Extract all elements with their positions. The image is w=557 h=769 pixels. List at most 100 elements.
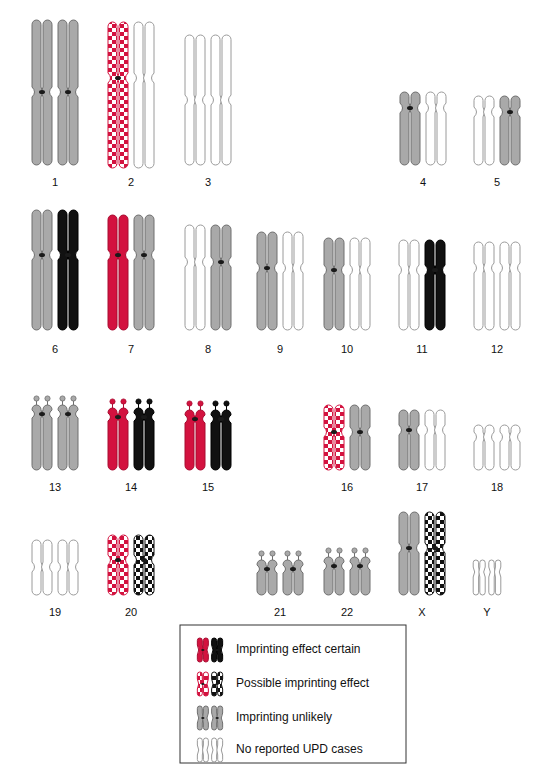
centromere [216,649,219,651]
centromere [290,567,296,571]
legend-sample [197,638,222,662]
chromatid [144,215,155,330]
satellite [60,396,65,401]
chromatid [217,738,223,762]
chromatid [144,535,155,595]
centromere [407,106,413,110]
chromatid [108,22,119,168]
satellite [121,399,126,404]
satellite [363,548,368,553]
centromere [115,76,121,80]
centromere [201,649,204,651]
satellite-stalk [62,401,63,405]
homologue [32,210,52,330]
chromosome-pair [32,20,78,165]
chromosome-number: 22 [327,606,367,619]
satellite [224,401,229,406]
chromatid [211,35,222,165]
chromatid [409,240,420,330]
centromere [264,567,270,571]
satellite [110,399,115,404]
homologue [134,215,154,330]
chromatid [435,240,446,330]
chromatid [195,35,206,165]
homologue [108,399,128,470]
centromere [65,253,71,257]
chromatid [425,512,436,595]
chromosome-number: 14 [111,481,151,494]
homologue [185,35,205,165]
chromosome-pair [108,535,154,595]
centromere [192,417,198,421]
homologue [474,96,494,165]
chromosome-number: 4 [403,176,443,189]
homologue [211,401,231,470]
homologue [324,548,344,595]
centromere [406,428,412,432]
centromere [115,253,121,257]
homologue [500,425,520,470]
homologue [108,215,128,330]
centromere [39,253,45,257]
satellite-stalk [226,406,227,410]
centromere [406,546,412,550]
chromatid [410,92,421,165]
chromatid [32,210,43,330]
chromosome-number: 13 [35,481,75,494]
satellite-stalk [339,553,340,557]
homologue [58,20,78,165]
satellite [147,399,152,404]
legend-frame [180,625,406,763]
homologue [211,225,231,330]
homologue [257,551,277,595]
chromatid [257,232,268,330]
chromatid [500,96,511,165]
chromatid [435,512,446,595]
chromosome-pair [32,210,78,330]
chromatid [221,225,232,330]
chromatid [324,238,335,330]
centromere [357,430,363,434]
homologue [197,638,208,662]
homologue [400,92,420,165]
chromatid [425,410,436,470]
chromosome-pair [474,425,520,470]
homologue [283,551,303,595]
chromatid [108,215,119,330]
chromatid [399,410,410,470]
homologue [108,535,128,595]
chromosome-pair [185,35,231,165]
chromosome-number: 15 [188,481,228,494]
homologue [399,410,419,470]
satellite-stalk [189,406,190,410]
chromosome-number: 8 [188,343,228,356]
homologue [399,240,419,330]
satellite-stalk [138,404,139,408]
homologue [58,540,78,595]
satellite-stalk [47,401,48,405]
chromatid [118,535,129,595]
chromatid [400,92,411,165]
chromatid [409,410,420,470]
homologue [500,242,520,330]
centromere [141,558,147,562]
chromatid [134,535,145,595]
chromosome-number: X [402,606,442,619]
homologue [399,512,419,595]
chromosome-number: 7 [111,343,151,356]
chromatid [42,540,53,595]
chromatid [185,35,196,165]
chromatid [58,210,69,330]
centromere [141,253,147,257]
centromere [432,546,438,550]
chromatid [108,535,119,595]
homologue [134,399,154,470]
chromatid [510,96,521,165]
satellite [296,551,301,556]
chromatid [489,560,495,595]
chromosome-pair [257,232,303,330]
satellite [259,551,264,556]
chromatid [474,242,485,330]
centromere [115,558,121,562]
